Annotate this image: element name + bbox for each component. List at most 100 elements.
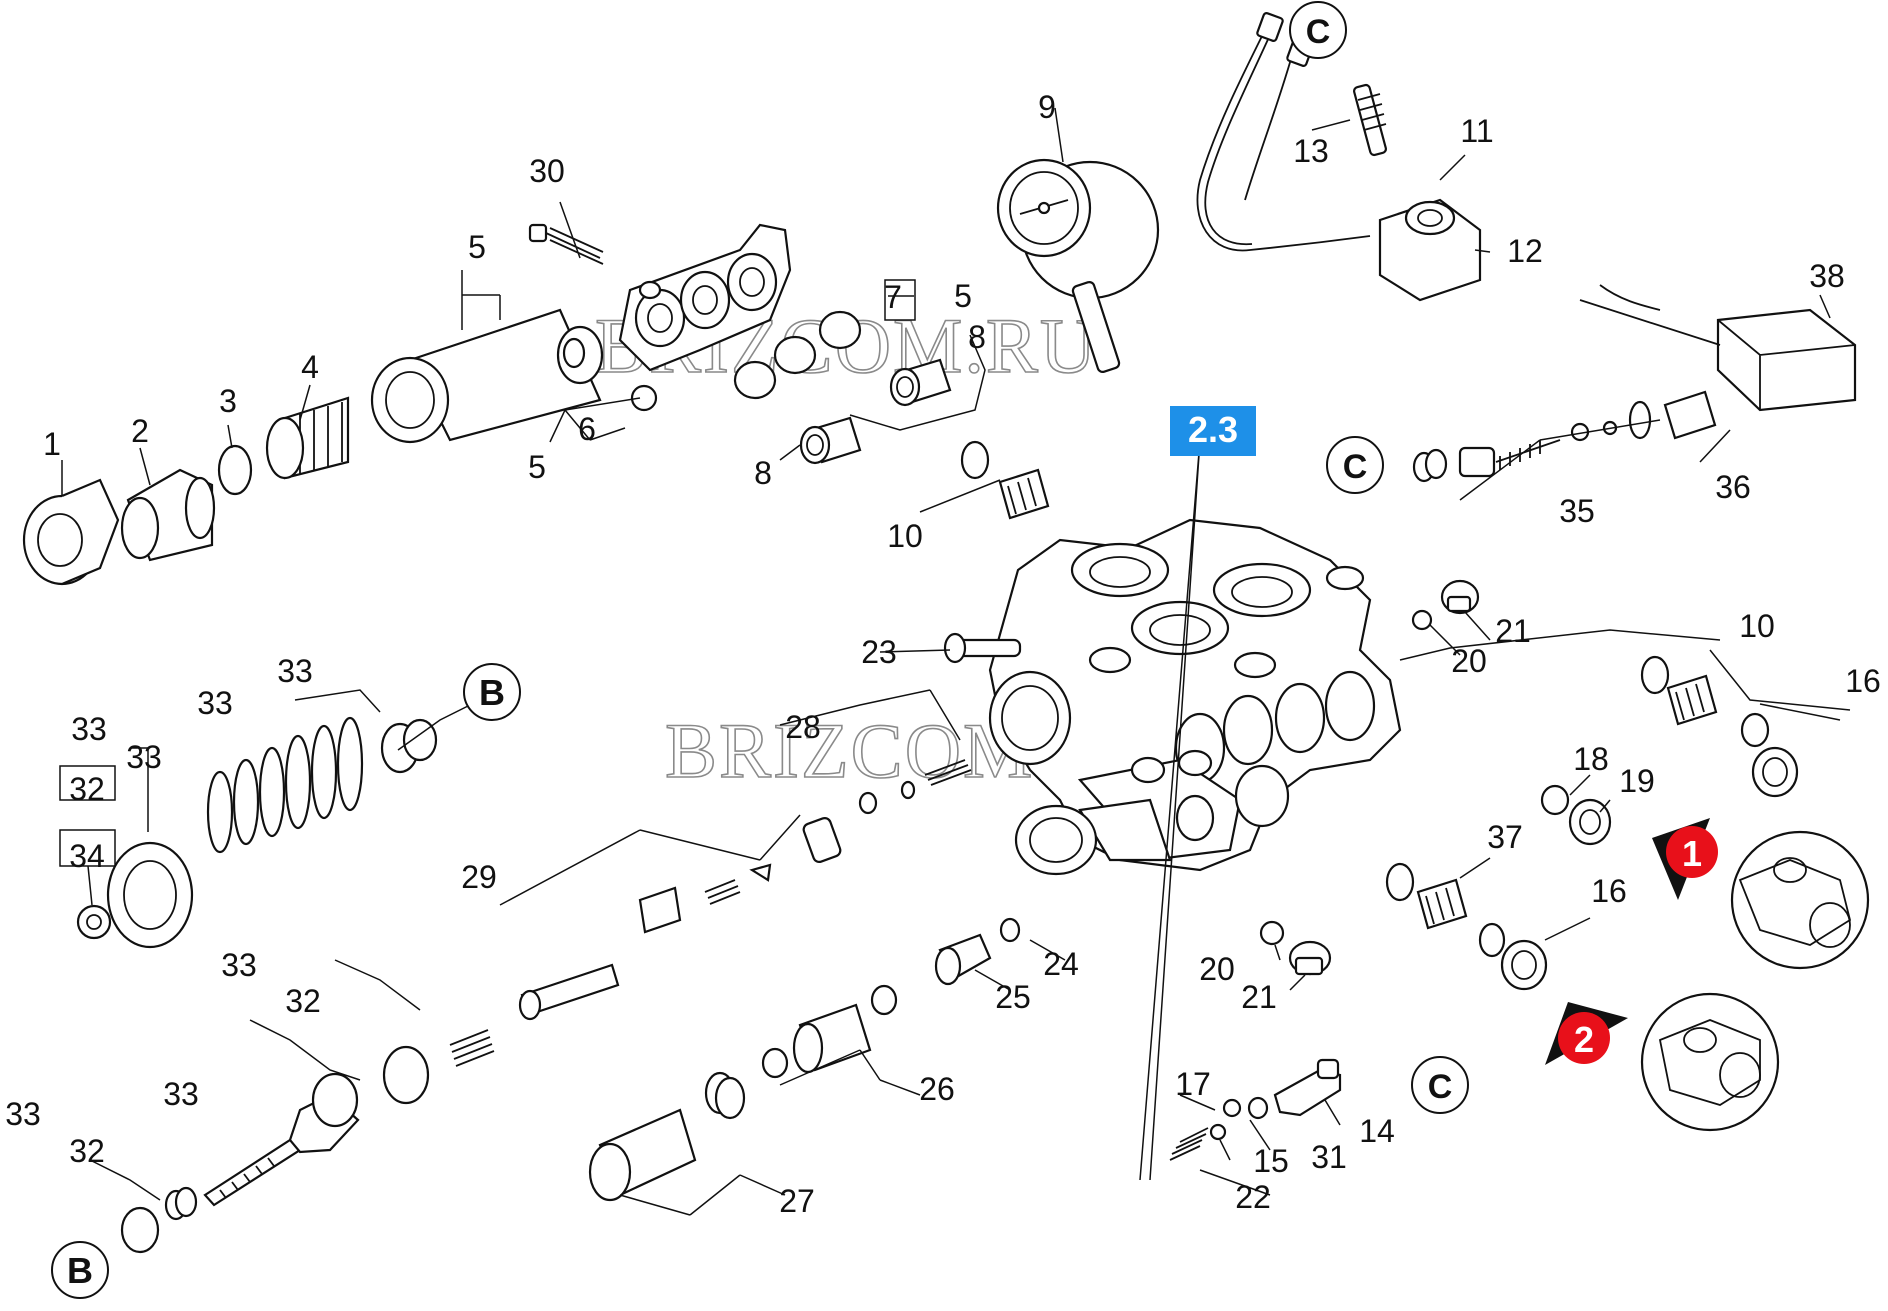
o-ring-6 bbox=[630, 384, 658, 412]
callout-33-b: 33 bbox=[126, 739, 162, 775]
callout-8-lower: 8 bbox=[754, 455, 772, 491]
valve-seat-28 bbox=[802, 759, 972, 863]
plug-21-upper bbox=[1440, 579, 1480, 615]
marker-b-upper-label: B bbox=[479, 672, 505, 713]
spring-33 bbox=[206, 716, 364, 854]
spring-32 bbox=[449, 1029, 495, 1067]
callout-20-lower: 20 bbox=[1199, 951, 1235, 987]
callout-35: 35 bbox=[1559, 493, 1595, 529]
plug-8-upper bbox=[889, 358, 952, 407]
callout-9: 9 bbox=[1038, 89, 1056, 125]
filter-housing-cylinder bbox=[370, 308, 604, 444]
connecting-pin bbox=[943, 632, 1022, 664]
ring-32-lower-b bbox=[174, 1186, 198, 1218]
callout-22: 22 bbox=[1235, 1179, 1271, 1215]
valve-block bbox=[618, 223, 792, 372]
callout-13: 13 bbox=[1293, 133, 1329, 169]
plug-16-lower bbox=[1500, 939, 1548, 991]
detail-view-1 bbox=[1730, 830, 1870, 970]
o-ring-26b bbox=[761, 1047, 789, 1079]
callout-10-right: 10 bbox=[1739, 608, 1775, 644]
o-ring-16-upper bbox=[1740, 712, 1770, 748]
o-ring-10-right bbox=[1640, 655, 1670, 695]
adjusting-spindle bbox=[203, 1072, 360, 1207]
detail-view-2 bbox=[1640, 992, 1780, 1132]
screw bbox=[528, 223, 604, 265]
marker-b-lower-label: B bbox=[67, 1250, 93, 1291]
o-ring-7b bbox=[773, 335, 817, 375]
marker-b-upper: B bbox=[463, 663, 521, 721]
callout-29: 29 bbox=[461, 859, 497, 895]
sensor-housing bbox=[1378, 198, 1482, 302]
marker-c-right-label: C bbox=[1343, 448, 1368, 486]
callout-36: 36 bbox=[1715, 469, 1751, 505]
o-ring-3 bbox=[217, 444, 253, 496]
callout-11: 11 bbox=[1460, 113, 1493, 149]
valve-37 bbox=[1416, 878, 1468, 930]
callout-32-left: 32 bbox=[69, 771, 105, 807]
callout-25: 25 bbox=[995, 979, 1031, 1015]
ring-20-lower bbox=[1259, 920, 1285, 946]
callout-18: 18 bbox=[1573, 741, 1609, 777]
marker-c-bottom-label: C bbox=[1428, 1068, 1453, 1106]
callout-4: 4 bbox=[301, 349, 319, 385]
o-ring-31 bbox=[1247, 1096, 1269, 1120]
o-ring-7a bbox=[733, 360, 777, 400]
callout-32-bottom: 32 bbox=[69, 1133, 105, 1169]
callout-19: 19 bbox=[1619, 763, 1655, 799]
ring-33-lower bbox=[120, 1206, 160, 1254]
callout-33-c: 33 bbox=[197, 685, 233, 721]
ball-15 bbox=[1209, 1123, 1227, 1141]
piston-29 bbox=[518, 863, 772, 1021]
marker-c-bottom: C bbox=[1411, 1056, 1469, 1114]
nut-34 bbox=[76, 904, 112, 940]
ring-20-upper bbox=[1411, 609, 1433, 631]
view-marker-1-label: 1 bbox=[1682, 833, 1702, 874]
plug-21-lower bbox=[1288, 940, 1332, 976]
seal-17 bbox=[1222, 1098, 1242, 1118]
callout-5-lower: 5 bbox=[528, 449, 546, 485]
callout-24: 24 bbox=[1043, 946, 1079, 982]
callout-12: 12 bbox=[1507, 233, 1543, 269]
marker-c-top: C bbox=[1289, 1, 1347, 59]
callout-5-right: 5 bbox=[954, 278, 972, 314]
plug-8-lower bbox=[799, 416, 862, 465]
callout-33-f: 33 bbox=[163, 1076, 199, 1112]
view-marker-2-label: 2 bbox=[1574, 1019, 1594, 1060]
pressure-switch-cable bbox=[1196, 12, 1371, 252]
callout-34: 34 bbox=[69, 838, 105, 874]
valve-10-right bbox=[1666, 674, 1718, 726]
callout-23: 23 bbox=[861, 634, 897, 670]
sensor-probe bbox=[1353, 83, 1387, 157]
callout-21-upper: 21 bbox=[1495, 613, 1531, 649]
callout-15: 15 bbox=[1253, 1143, 1289, 1179]
view-marker-1: 1 bbox=[1652, 818, 1718, 900]
callout-2: 2 bbox=[131, 413, 149, 449]
o-ring-27b bbox=[714, 1076, 746, 1120]
o-ring-7c bbox=[818, 310, 862, 350]
callout-33-d: 33 bbox=[277, 653, 313, 689]
section-badge bbox=[1170, 406, 1256, 456]
o-ring-26a bbox=[870, 984, 898, 1016]
ring-32 bbox=[382, 1045, 430, 1105]
callout-31: 31 bbox=[1311, 1139, 1347, 1175]
callout-16-lower: 16 bbox=[1591, 873, 1627, 909]
pump-head-housing bbox=[988, 518, 1402, 876]
callout-38: 38 bbox=[1809, 258, 1845, 294]
callout-5-cylinder: 5 bbox=[468, 229, 486, 265]
callout-1: 1 bbox=[43, 426, 61, 462]
section-badge-label: 2.3 bbox=[1188, 409, 1238, 450]
view-marker-2: 2 bbox=[1545, 1002, 1628, 1065]
union-nut bbox=[22, 478, 120, 586]
solenoid-box bbox=[1579, 284, 1857, 412]
callout-7: 7 bbox=[884, 279, 902, 315]
callout-20-upper: 20 bbox=[1451, 643, 1487, 679]
callout-26: 26 bbox=[919, 1071, 955, 1107]
marker-c-right: C bbox=[1326, 436, 1384, 494]
callout-33-g: 33 bbox=[5, 1096, 41, 1132]
o-ring-16-lower bbox=[1478, 922, 1506, 958]
filter-screen bbox=[265, 396, 350, 480]
callout-21-lower: 21 bbox=[1241, 979, 1277, 1015]
